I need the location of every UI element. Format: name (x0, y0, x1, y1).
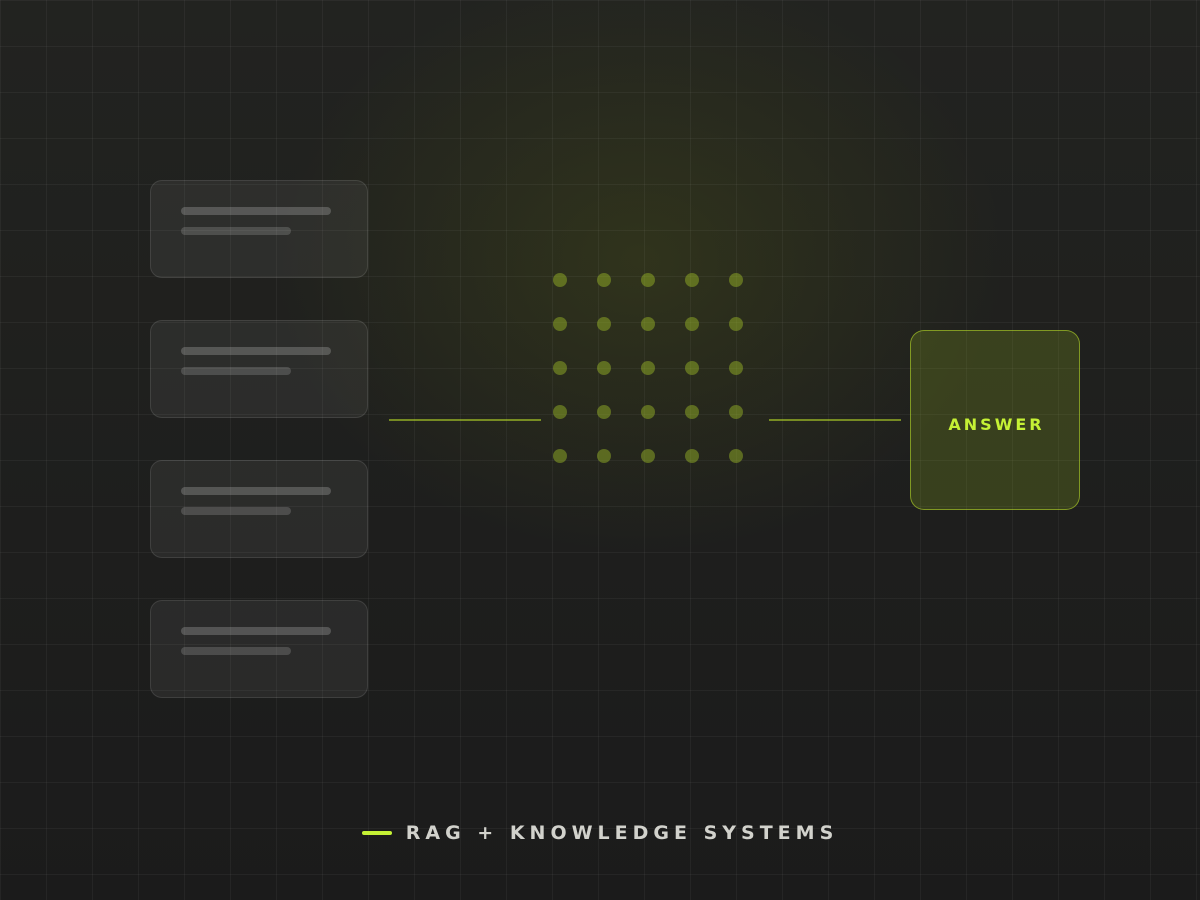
document-line-placeholder (181, 207, 331, 215)
matrix-dot (729, 449, 743, 463)
answer-label: ANSWER (948, 414, 1045, 434)
document-card-2 (150, 320, 368, 418)
matrix-dot (597, 273, 611, 287)
caption-accent-bar (361, 831, 392, 835)
matrix-dot (597, 405, 611, 419)
document-line-placeholder (181, 647, 291, 655)
document-line-placeholder (181, 367, 291, 375)
matrix-dot (729, 273, 743, 287)
answer-box: ANSWER (910, 330, 1080, 510)
matrix-dot (685, 361, 699, 375)
document-line-placeholder (181, 507, 291, 515)
matrix-dot (641, 273, 655, 287)
matrix-dot (641, 405, 655, 419)
matrix-dot (685, 405, 699, 419)
document-line-placeholder (181, 347, 331, 355)
document-card-1 (150, 180, 368, 278)
document-line-placeholder (181, 487, 331, 495)
matrix-dot (729, 405, 743, 419)
connector-documents-to-matrix (389, 419, 541, 421)
document-line-placeholder (181, 627, 331, 635)
matrix-dot (553, 361, 567, 375)
matrix-dot (685, 449, 699, 463)
matrix-dot (597, 449, 611, 463)
connector-matrix-to-answer (769, 419, 901, 421)
matrix-dot (597, 361, 611, 375)
caption-text: RAG + KNOWLEDGE SYSTEMS (405, 822, 839, 844)
matrix-dot (553, 317, 567, 331)
matrix-dot (553, 405, 567, 419)
matrix-dot (729, 361, 743, 375)
matrix-dot (641, 317, 655, 331)
matrix-dot (553, 273, 567, 287)
matrix-dot (729, 317, 743, 331)
matrix-dot (553, 449, 567, 463)
matrix-dot (597, 317, 611, 331)
document-card-3 (150, 460, 368, 558)
matrix-dot (641, 361, 655, 375)
document-card-4 (150, 600, 368, 698)
caption: RAG + KNOWLEDGE SYSTEMS (0, 818, 1200, 848)
matrix-dot (685, 317, 699, 331)
document-line-placeholder (181, 227, 291, 235)
matrix-dot (641, 449, 655, 463)
matrix-dot (685, 273, 699, 287)
